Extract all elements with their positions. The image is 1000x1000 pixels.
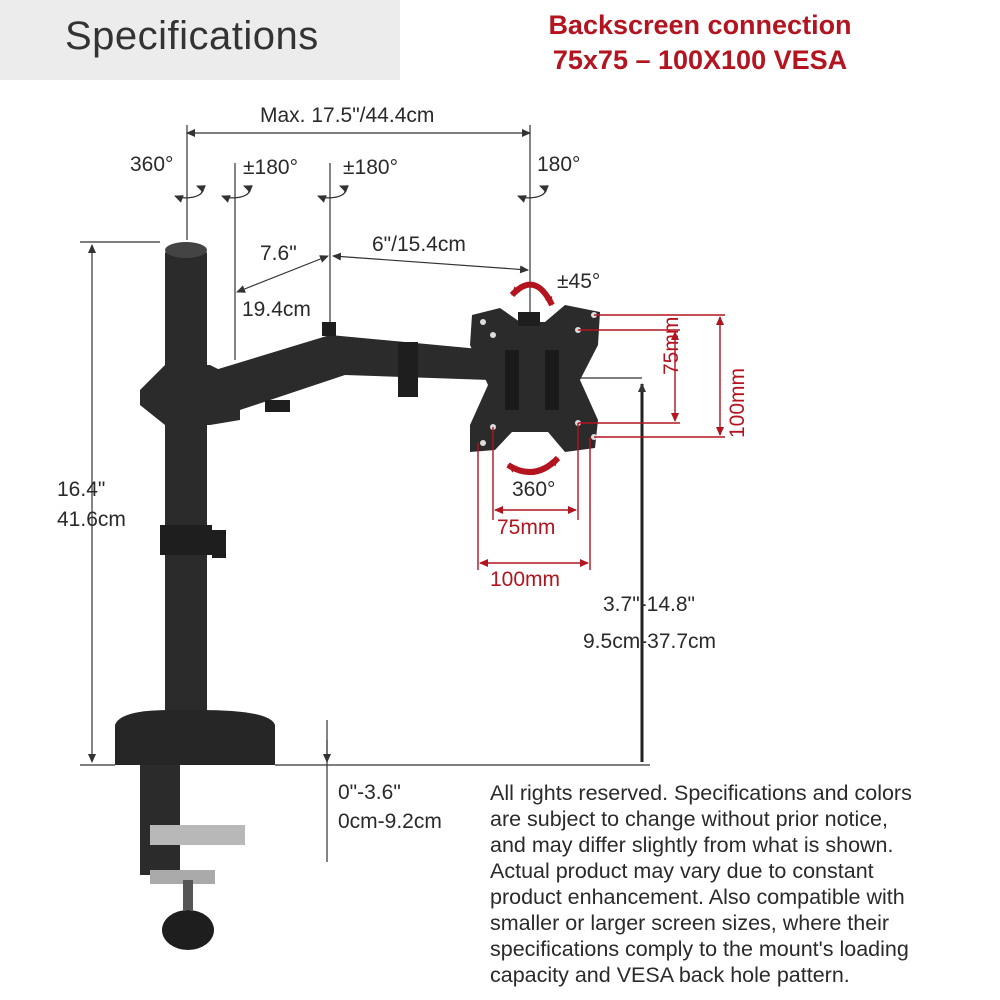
page-title: Specifications (65, 14, 319, 58)
max-reach-label: Max. 17.5"/44.4cm (260, 104, 435, 127)
pole (165, 250, 207, 720)
rotation-head-label: 180° (537, 153, 581, 176)
rotation-icons (174, 185, 549, 203)
rotation-arrows (506, 281, 561, 475)
pole-height-inch-label: 16.4" (57, 478, 106, 501)
dimension-lines (80, 125, 650, 862)
note-line: smaller or larger screen sizes, where th… (490, 911, 890, 935)
vesa-plate (470, 305, 600, 452)
rotate-arrow-icon (506, 455, 561, 475)
arm2-label: 6"/15.4cm (372, 233, 466, 256)
vesa-large-width-label: 100mm (490, 568, 561, 591)
header-banner (0, 0, 400, 80)
note-line: capacity and VESA back hole pattern. (490, 963, 850, 987)
clamp-body (140, 765, 180, 875)
note-line: specifications comply to the mount's loa… (490, 937, 909, 961)
arm1-inch-label: 7.6" (260, 242, 297, 265)
arm-segment-1 (215, 335, 345, 410)
monitor-arm-product (115, 242, 600, 950)
note-line: product enhancement. Also compatible wit… (490, 885, 905, 909)
note-line: and may differ slightly from what is sho… (490, 833, 894, 857)
rotation-joint1-label: ±180° (243, 156, 298, 179)
height-range-inch-label: 3.7"-14.8" (603, 593, 695, 616)
rotation-pole-label: 360° (130, 153, 174, 176)
pole-height-cm-label: 41.6cm (57, 508, 126, 531)
rotation-joint2-label: ±180° (343, 156, 398, 179)
height-range-cm-label: 9.5cm-37.7cm (583, 630, 717, 653)
connection-title: Backscreen connection (548, 10, 852, 40)
clamp-plate (150, 825, 245, 845)
vesa-large-height-label: 100mm (726, 367, 749, 438)
tilt-arrow-icon (509, 281, 555, 307)
arm1-cm-label: 19.4cm (242, 298, 311, 321)
vesa-range: 75x75 – 100X100 VESA (552, 45, 848, 75)
vesa-small-height-label: 75mm (660, 316, 683, 375)
clamp-screw (183, 880, 193, 910)
vesa-dimension-lines (477, 314, 725, 570)
rotate-label: 360° (512, 478, 556, 501)
clamp-inch-label: 0"-3.6" (338, 781, 401, 804)
note-line: are subject to change without prior noti… (490, 807, 888, 831)
note-line: Actual product may vary due to constant (490, 859, 874, 883)
clamp-knob (162, 910, 214, 950)
pole-collar (140, 365, 240, 425)
vesa-small-width-label: 75mm (497, 516, 556, 539)
clamp-base (115, 710, 275, 765)
tilt-label: ±45° (557, 270, 601, 293)
clamp-cm-label: 0cm-9.2cm (338, 810, 442, 833)
note-line: All rights reserved. Specifications and … (490, 781, 912, 805)
disclaimer-note: All rights reserved. Specifications and … (490, 780, 912, 988)
